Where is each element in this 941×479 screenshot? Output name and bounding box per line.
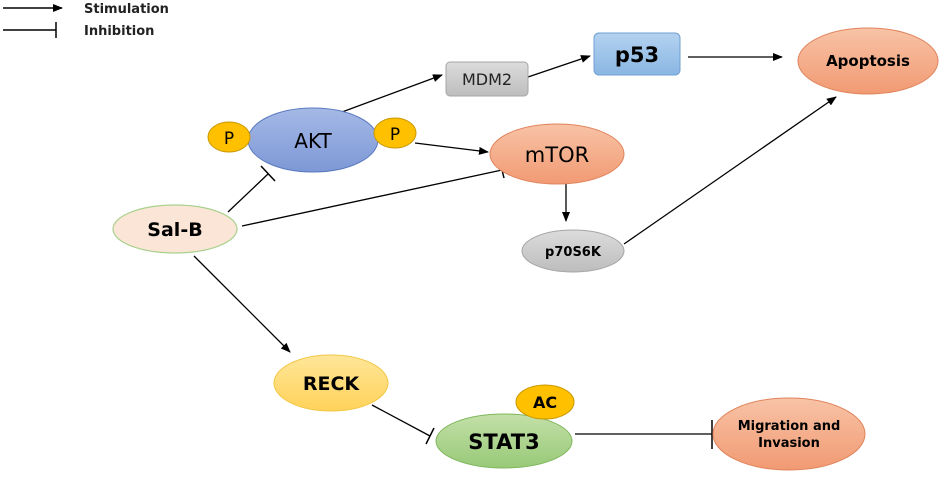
legend-inhibition-label: Inhibition	[84, 24, 154, 39]
node-apoptosis-label: Apoptosis	[826, 52, 910, 70]
node-reck-label: RECK	[303, 373, 361, 395]
node-ac: AC	[515, 384, 575, 420]
node-stat3-label: STAT3	[468, 430, 539, 454]
node-p53: p53	[593, 32, 681, 76]
node-phospho-left-label: P	[224, 129, 234, 149]
edge-mdm2-to-p53	[527, 55, 591, 78]
edge-reck-inhibits-stat3-bar	[425, 427, 435, 445]
node-p53-label: p53	[615, 43, 659, 67]
node-stat3: STAT3	[435, 413, 573, 469]
node-mtor: mTOR	[489, 123, 625, 185]
node-migration-label-line2: Invasion	[758, 436, 820, 451]
edges	[193, 53, 837, 449]
node-mdm2-label: MDM2	[462, 70, 512, 89]
edge-salb-inhibits-akt	[227, 173, 269, 213]
edge-salb-to-reck	[193, 255, 291, 353]
node-akt: AKT	[247, 107, 379, 173]
node-mdm2: MDM2	[445, 61, 529, 97]
edge-p70s6k-to-apoptosis	[623, 96, 837, 245]
node-migration-label-line1: Migration and	[738, 419, 841, 434]
edge-salb-inhibits-mtor	[241, 169, 503, 227]
node-apoptosis: Apoptosis	[797, 27, 939, 95]
edge-salb-inhibits-akt-bar	[260, 165, 276, 182]
legend: Stimulation Inhibition	[3, 2, 169, 39]
node-sal-b-label: Sal-B	[147, 219, 202, 241]
node-phospho-right-label: P	[390, 125, 400, 145]
node-akt-label: AKT	[294, 129, 332, 153]
edge-reck-inhibits-stat3	[371, 404, 431, 437]
legend-stimulation-label: Stimulation	[84, 2, 169, 17]
node-sal-b: Sal-B	[112, 204, 238, 254]
node-p70s6k: p70S6K	[521, 229, 625, 273]
node-migration-invasion: Migration and Invasion	[712, 397, 866, 471]
node-mtor-label: mTOR	[525, 143, 589, 167]
node-ac-label: AC	[533, 393, 557, 412]
node-phospho-left: P	[207, 121, 251, 153]
node-reck: RECK	[273, 354, 389, 412]
edge-akt-to-mdm2	[341, 74, 443, 113]
edge-akt-to-mtor	[414, 142, 489, 155]
node-phospho-right: P	[373, 117, 417, 149]
node-p70s6k-label: p70S6K	[545, 245, 602, 260]
